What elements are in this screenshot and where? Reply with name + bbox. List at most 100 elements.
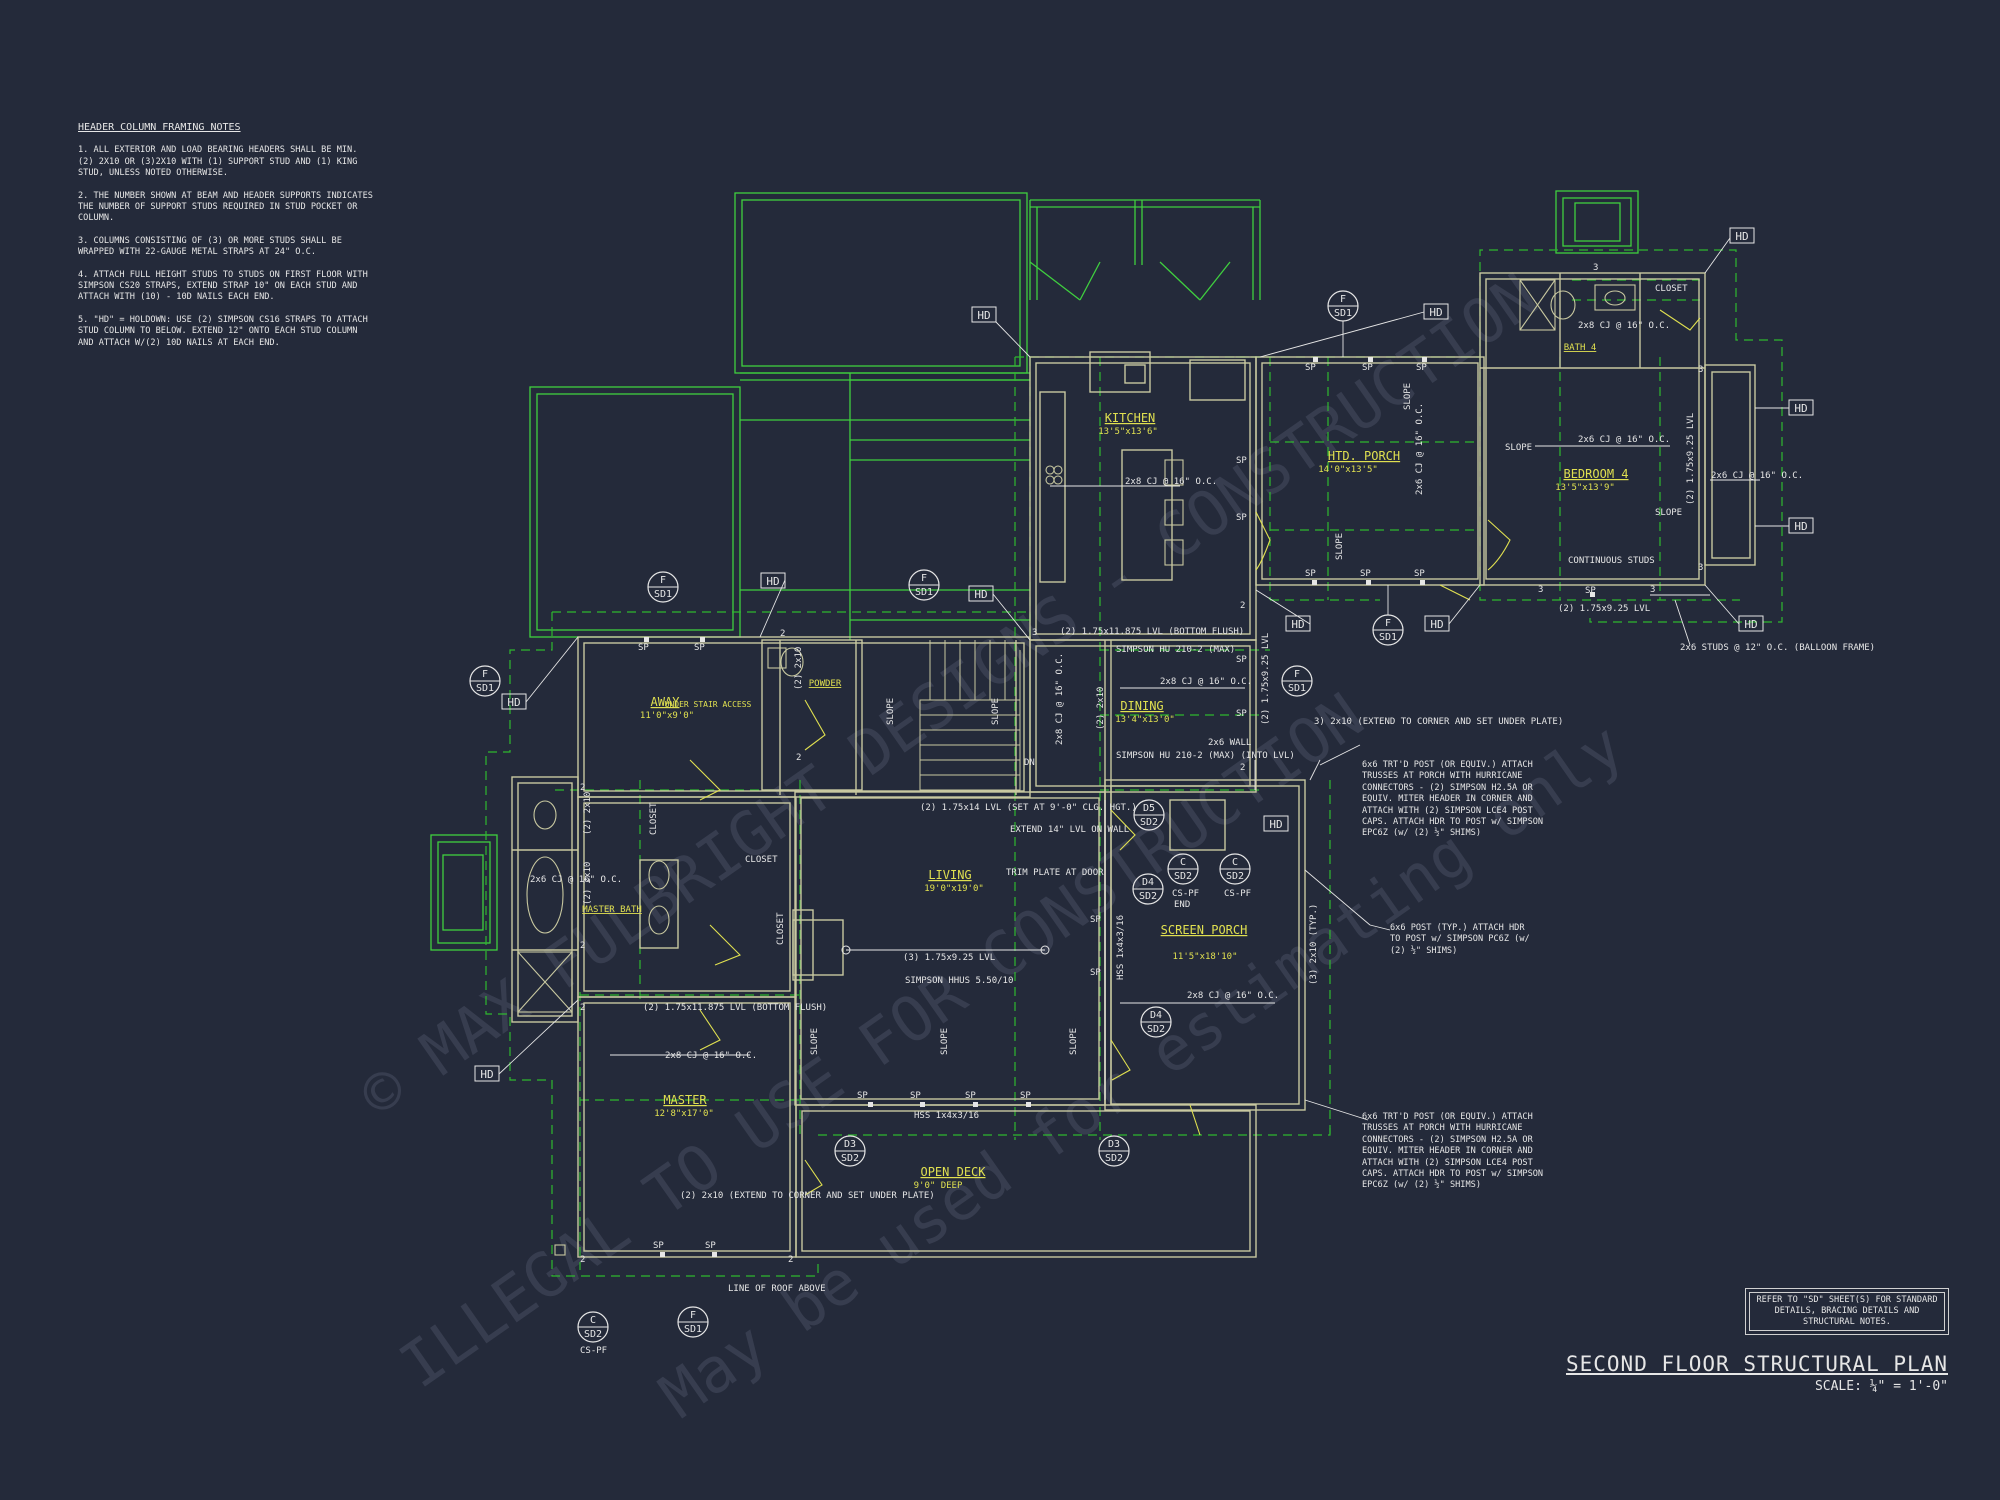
- hd-tag: HD: [971, 306, 997, 323]
- label-n2: 2: [796, 753, 801, 763]
- svg-text:HD: HD: [1744, 618, 1757, 631]
- hd-tag: HD: [1729, 227, 1755, 244]
- label-n3: 3: [1650, 585, 1655, 595]
- label-sp: SP: [1585, 586, 1596, 596]
- label-n3: 3: [1032, 628, 1037, 638]
- svg-text:HD: HD: [480, 1068, 493, 1081]
- hd-tags: HD HD HD HD HD HD HD HD HD HD HD HD HD: [474, 227, 1814, 1082]
- room-htd-porch-dim: 14'0"x13'5": [1318, 465, 1378, 475]
- svg-text:HD: HD: [977, 309, 990, 322]
- label-cs-pf-bottom: CS-PF: [580, 1346, 607, 1356]
- hd-tag: HD: [1423, 303, 1449, 320]
- label-sp: SP: [1360, 569, 1371, 579]
- label-cs-pf-porch-2: CS-PF: [1224, 889, 1251, 899]
- label-closet-vertical: CLOSET: [649, 802, 659, 835]
- label-cj-htd: 2x6 CJ @ 16" O.C.: [1415, 403, 1425, 495]
- label-n2: 2: [1240, 763, 1245, 773]
- svg-text:SD2: SD2: [841, 1153, 859, 1164]
- title-block: SECOND FLOOR STRUCTURAL PLAN SCALE: ¼" =…: [1540, 1352, 1948, 1394]
- svg-text:HD: HD: [974, 588, 987, 601]
- label-lvl-925-vert-bed: (2) 1.75x9.25 LVL: [1686, 413, 1696, 505]
- label-sp: SP: [1236, 655, 1247, 665]
- label-lvl-bottom-flush-master: (2) 1.75x11.875 LVL (BOTTOM FLUSH): [643, 1003, 827, 1013]
- svg-text:SD2: SD2: [1147, 1024, 1165, 1035]
- hd-tag: HD: [1788, 517, 1814, 534]
- label-cj-dining: 2x8 CJ @ 16" O.C.: [1160, 677, 1252, 687]
- svg-text:HD: HD: [507, 696, 520, 709]
- label-n2: 2: [1240, 601, 1245, 611]
- room-screen-porch-dim: 11'5"x18'10": [1172, 952, 1237, 962]
- room-away-dim: 11'0"x9'0": [640, 711, 694, 721]
- annotations: CLOSET CLOSET CLOSET CLOSET 2x8 CJ @ 16"…: [530, 263, 1875, 1356]
- label-cj-bed-2: 2x6 CJ @ 16" O.C.: [1711, 471, 1803, 481]
- room-living-dim: 19'0"x19'0": [924, 884, 984, 894]
- svg-text:F: F: [690, 1310, 696, 1321]
- label-sp: SP: [1305, 363, 1316, 373]
- svg-text:F: F: [1294, 669, 1300, 680]
- label-cj-kitchen: 2x8 CJ @ 16" O.C.: [1125, 477, 1217, 487]
- fixtures: [517, 279, 1636, 1256]
- room-living: LIVING: [928, 868, 971, 882]
- svg-text:F: F: [921, 573, 927, 584]
- label-cj-bed: 2x6 CJ @ 16" O.C.: [1578, 435, 1670, 445]
- door-swings: [689, 309, 1701, 1196]
- label-slope-7: SLOPE: [810, 1028, 820, 1055]
- room-kitchen: KITCHEN: [1105, 411, 1156, 425]
- label-closet-bath4: CLOSET: [1655, 284, 1688, 294]
- label-n2: 2: [580, 783, 585, 793]
- note-item: 5. "HD" = HOLDOWN: USE (2) SIMPSON CS16 …: [78, 314, 368, 348]
- label-line-of-roof: LINE OF ROOF ABOVE: [728, 1284, 826, 1294]
- room-labels: KITCHEN 13'5"x13'6" HTD. PORCH 14'0"x13'…: [582, 343, 1628, 1191]
- label-sp: SP: [1020, 1091, 1031, 1101]
- svg-text:SD1: SD1: [1334, 308, 1352, 319]
- svg-text:HD: HD: [1269, 818, 1282, 831]
- label-cj-bath4: 2x8 CJ @ 16" O.C.: [1578, 321, 1670, 331]
- label-n2: 2: [780, 629, 785, 639]
- room-powder: POWDER: [809, 679, 842, 689]
- svg-text:SD2: SD2: [1140, 817, 1158, 828]
- label-cj-away: 2x6 CJ @ 16" O.C.: [530, 875, 622, 885]
- svg-text:SD1: SD1: [476, 683, 494, 694]
- svg-text:HD: HD: [1430, 618, 1443, 631]
- svg-text:C: C: [590, 1315, 596, 1326]
- label-2x10-mb-2: (2) 2x10: [583, 862, 593, 905]
- hd-tag: HD: [760, 572, 786, 589]
- label-cj-2x8-vert: 2x8 CJ @ 16" O.C.: [1055, 653, 1065, 745]
- hd-tag: HD: [1263, 815, 1289, 832]
- label-n2: 2: [580, 1003, 585, 1013]
- svg-text:SD2: SD2: [1139, 891, 1157, 902]
- support-posts: [644, 357, 1595, 1257]
- label-hss-screen: HSS 1x4x3/16: [1116, 915, 1126, 980]
- hd-tag: HD: [1788, 399, 1814, 416]
- label-trim-plate: TRIM PLATE AT DOOR: [1006, 868, 1104, 878]
- post-notes: 6x6 TRT'D POST (OR EQUIV.) ATTACH TRUSSE…: [1362, 760, 1544, 1191]
- room-screen-porch: SCREEN PORCH: [1161, 923, 1248, 937]
- post-note-bottom: 6x6 TRT'D POST (OR EQUIV.) ATTACH TRUSSE…: [1362, 1112, 1544, 1191]
- label-continuous-studs: CONTINUOUS STUDS: [1568, 556, 1655, 566]
- svg-text:SD2: SD2: [1174, 871, 1192, 882]
- label-sp: SP: [694, 643, 705, 653]
- room-open-deck-dim: 9'0" DEEP: [914, 1181, 963, 1191]
- label-hss-living: HSS 1x4x3/16: [914, 1111, 979, 1121]
- label-sp: SP: [1416, 363, 1427, 373]
- label-sp: SP: [653, 1241, 664, 1251]
- label-n3: 3: [1698, 365, 1703, 375]
- hd-tag: HD: [1285, 615, 1311, 632]
- label-cj-screen: 2x8 CJ @ 16" O.C.: [1187, 991, 1279, 1001]
- svg-text:HD: HD: [766, 575, 779, 588]
- label-lvl-14: (2) 1.75x14 LVL (SET AT 9'-0" CLG. HGT.): [920, 803, 1137, 813]
- label-dn: DN: [1024, 758, 1035, 768]
- label-end: END: [1174, 900, 1190, 910]
- refer-note: REFER TO "SD" SHEET(S) FOR STANDARD DETA…: [1749, 1292, 1945, 1331]
- room-bedroom4-dim: 13'5"x13'9": [1555, 483, 1615, 493]
- svg-text:D5: D5: [1143, 803, 1155, 814]
- room-bath4: BATH 4: [1564, 343, 1597, 353]
- label-sp: SP: [910, 1091, 921, 1101]
